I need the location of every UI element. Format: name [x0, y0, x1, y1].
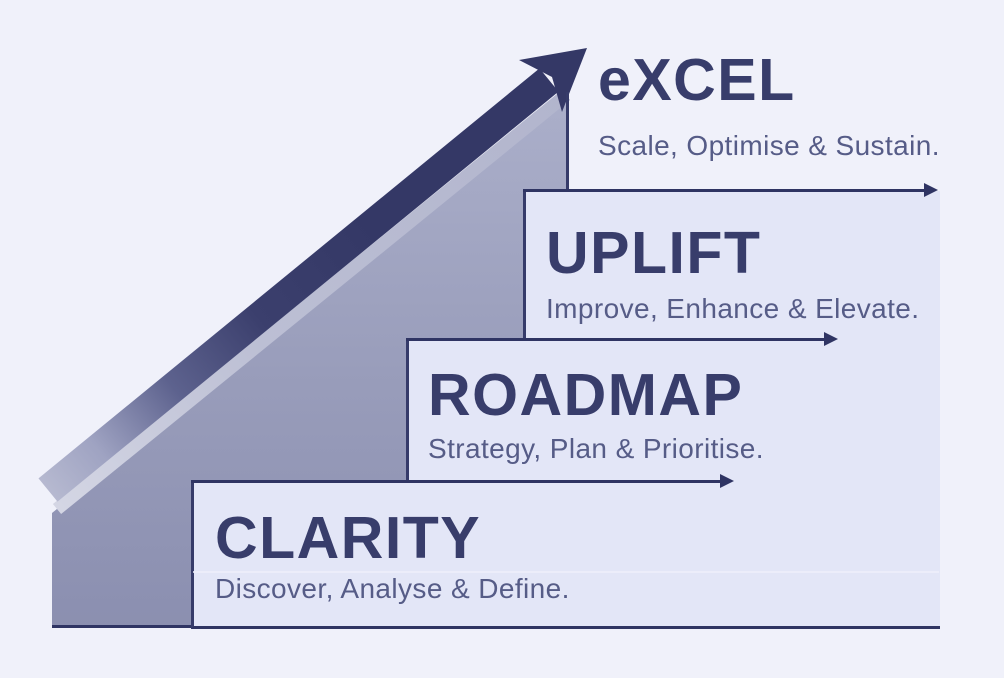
roadmap-level-arrow — [191, 474, 734, 488]
uplift-level-title: UPLIFT — [546, 220, 762, 286]
excel-level-left-edge — [566, 92, 569, 191]
clarity-step-box — [191, 481, 940, 629]
uplift-level-arrow — [406, 332, 838, 346]
ascending-arrow-shaft — [38, 68, 559, 502]
uplift-level-tagline: Improve, Enhance & Elevate. — [546, 293, 920, 324]
triangle-bevel-edge — [52, 89, 571, 515]
ascending-arrow-head-icon — [519, 48, 587, 112]
clarity-level-tagline: Discover, Analyse & Define. — [215, 573, 570, 604]
excel-level-tagline: Scale, Optimise & Sustain. — [598, 130, 940, 161]
excel-level-title: eXCEL — [598, 47, 796, 113]
roadmap-level-tagline: Strategy, Plan & Prioritise. — [428, 433, 764, 464]
clarity-level-title: CLARITY — [215, 505, 482, 571]
uplift-step-box — [523, 191, 940, 341]
excel-level-arrow — [523, 183, 938, 197]
roadmap-level-title: ROADMAP — [428, 362, 744, 428]
clarity-box-seam — [193, 571, 939, 573]
roadmap-step-box — [406, 339, 940, 483]
